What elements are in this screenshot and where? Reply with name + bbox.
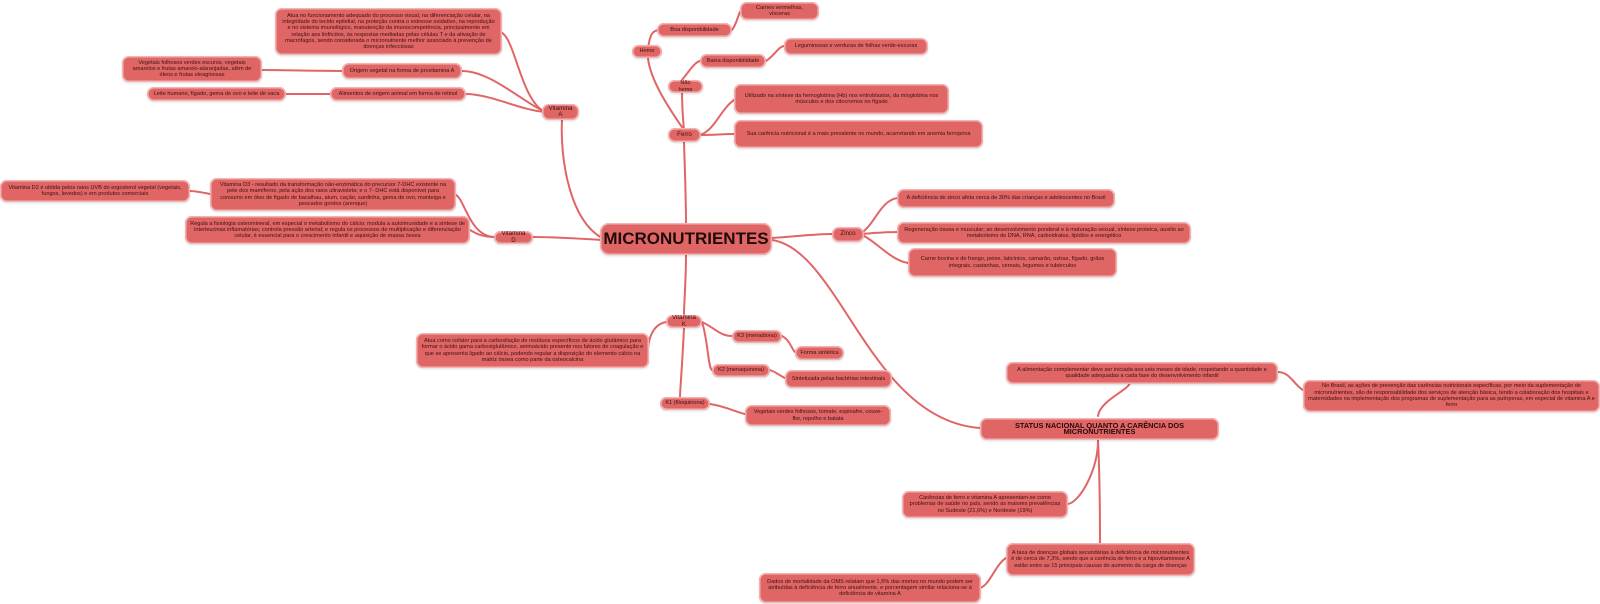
- link-d3-d2: [189, 190, 211, 195]
- link-ferro-nao-heme: [681, 87, 685, 131]
- node-dados-oms[interactable]: Dados de mortalidade da OMS relatam que …: [759, 573, 981, 603]
- node-vitamina-d-regula[interactable]: Regula a fisiologia osteomineral, em esp…: [185, 216, 470, 244]
- node-vitamina-a-funcao[interactable]: Atua no funcionamento adequado do proces…: [275, 8, 502, 55]
- node-k2-menaquinona[interactable]: K2 (menaquinona): [712, 364, 770, 377]
- node-carnes-visceras[interactable]: Carnes vermelhas, vísceras: [740, 2, 819, 20]
- node-boa-disponibilidade[interactable]: Boa disponibilidade: [657, 23, 732, 37]
- link-root-vitamina-a: [560, 119, 603, 239]
- link-ferro-carencia: [699, 133, 735, 136]
- node-vitamina-a[interactable]: Vitamina A: [542, 104, 579, 120]
- link-k1-desc: [709, 403, 746, 415]
- link-vegetal-fontes: [261, 69, 343, 72]
- link-ferro-uso: [699, 99, 735, 136]
- link-va-vegetal: [461, 70, 546, 113]
- link-taxa-oms: [979, 557, 1007, 589]
- node-acoes-brasil[interactable]: No Brasil, as ações de prevenção das car…: [1303, 380, 1600, 412]
- link-root-status: [771, 239, 981, 429]
- node-zinco-fontes[interactable]: Carne bovina e de frango, peixe, laticín…: [908, 248, 1117, 277]
- node-taxa-doencas-globais[interactable]: A taxa de doenças globais secundárias à …: [1006, 543, 1195, 576]
- node-k3-menadiona[interactable]: K3 (menadiona): [732, 330, 782, 343]
- node-vitamina-d[interactable]: Vitamina D: [494, 231, 533, 244]
- link-vk-cofator: [647, 321, 667, 351]
- link-baixa-fontes: [765, 45, 785, 62]
- link-zinco-regen: [859, 231, 899, 235]
- node-zinco-afeta[interactable]: A deficiência de zinco afeta cerca de 30…: [897, 189, 1115, 208]
- link-vk-k1: [679, 327, 685, 398]
- node-baixa-disponibilidade[interactable]: Baixa disponibilidade: [700, 54, 766, 68]
- node-ferro[interactable]: Ferro: [668, 128, 701, 142]
- link-va-funcao: [499, 31, 546, 113]
- link-vk-k3: [701, 321, 733, 337]
- link-status-complementar: [1097, 381, 1131, 417]
- link-vk-k2: [701, 321, 713, 371]
- link-root-ferro: [683, 139, 687, 225]
- node-forma-sintetica[interactable]: Forma sintética: [795, 346, 844, 360]
- link-status-taxa: [1097, 439, 1101, 546]
- link-k2-desc: [769, 369, 786, 379]
- link-status-carencias: [1067, 439, 1099, 505]
- link-root-zinco: [771, 233, 834, 239]
- link-root-vitamina-d: [532, 236, 603, 241]
- node-vitamina-k-cofator[interactable]: Atua como cofator para a carboxilação de…: [416, 333, 649, 368]
- node-animal-fontes[interactable]: Leite humano, fígado, gema de ovo e leit…: [147, 87, 286, 101]
- link-vd-regula: [469, 229, 496, 238]
- link-k3-desc: [781, 335, 796, 353]
- node-origem-animal[interactable]: Alimentos de origem animal em forma de r…: [330, 87, 466, 101]
- node-ferro-uso[interactable]: Utilizado na síntese da hemoglobina (Hb)…: [734, 84, 949, 114]
- node-vegetal-fontes[interactable]: Vegetais folhosos verdes escuros, vegeta…: [122, 56, 262, 82]
- root-node-micronutrientes[interactable]: MICRONUTRIENTES: [600, 223, 772, 255]
- node-k1-vegetais[interactable]: Vegetais verdes folhosos, tomate, espina…: [745, 405, 891, 426]
- link-root-vitamina-k: [683, 253, 687, 315]
- node-zinco[interactable]: Zinco: [832, 227, 864, 242]
- node-nao-heme[interactable]: Não heme: [668, 80, 703, 93]
- node-bacterias-intestinais[interactable]: Sintetizada pelas bactérias intestinais: [785, 370, 892, 388]
- node-status-nacional[interactable]: STATUS NACIONAL QUANTO A CARÊNCIA DOS MI…: [980, 418, 1219, 440]
- node-zinco-regeneracao[interactable]: Regeneração óssea e muscular; ao desenvo…: [897, 222, 1191, 244]
- node-vitamina-d2[interactable]: Vitamina D2 é obtida pelos raios UVB do …: [0, 180, 190, 202]
- link-va-animal: [465, 93, 546, 113]
- node-carencias-ferro-vitamina-a[interactable]: Carências de ferro e vitamina A apresent…: [902, 491, 1068, 518]
- node-alimentacao-complementar[interactable]: A alimentação complementar deve ser inic…: [1006, 362, 1278, 384]
- link-zinco-afeta: [859, 197, 899, 235]
- link-complementar-brasil: [1277, 371, 1304, 391]
- node-ferro-carencia[interactable]: Sua carência nutricional é a mais preval…: [734, 120, 983, 148]
- node-heme[interactable]: Heme: [632, 45, 662, 58]
- link-ferro-heme: [647, 57, 685, 131]
- node-origem-vegetal[interactable]: Origem vegetal na forma de provitamina A: [342, 63, 462, 79]
- node-leguminosas[interactable]: Leguminosas e verduras de folhas verde-e…: [784, 38, 928, 55]
- node-vitamina-d3[interactable]: Vitamina D3 - resultado da transformação…: [210, 178, 456, 211]
- node-k1-filoquinona[interactable]: K1 (filoquinona): [660, 397, 710, 410]
- node-vitamina-k[interactable]: Vitamina K: [666, 315, 702, 328]
- link-nao-heme-baixa: [681, 60, 701, 81]
